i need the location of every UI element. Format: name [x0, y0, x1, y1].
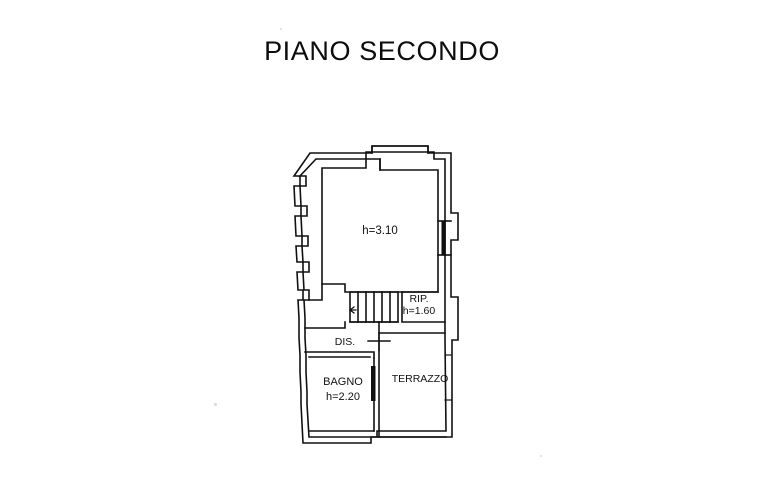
bagno-height-label: h=2.20	[326, 391, 360, 403]
scan-speck	[214, 403, 217, 406]
plan-labels: h=3.10 RIP. h=1.60 DIS. BAGNO h=2.20 TER…	[323, 225, 448, 403]
ripostiglio-height-label: h=1.60	[403, 305, 436, 317]
scan-speck	[280, 28, 282, 30]
door-swing-dis-icon	[367, 332, 391, 351]
window-right-icon	[437, 220, 452, 256]
top-projection	[371, 145, 429, 154]
ripostiglio-label: RIP.	[409, 293, 428, 305]
scan-speck	[540, 455, 542, 457]
plan-walls	[292, 145, 459, 444]
staircase	[349, 291, 399, 323]
bagno-door-jamb	[371, 366, 376, 401]
main-room-wall-lower-left	[308, 283, 323, 301]
main-room-inner-wall	[321, 158, 439, 293]
bagno-top-wall	[304, 351, 375, 359]
disimpegno-label: DIS.	[335, 336, 355, 348]
page-title: PIANO SECONDO	[264, 36, 500, 66]
outer-perimeter-wall	[292, 145, 459, 444]
staircase-direction-arrow	[349, 306, 357, 314]
bagno-label: BAGNO	[323, 376, 363, 388]
terrazzo-label: TERRAZZO	[392, 373, 449, 385]
corridor-divider-wall	[304, 321, 346, 329]
main-room-height-label: h=3.10	[362, 225, 398, 237]
ripostiglio-walls	[401, 291, 446, 323]
